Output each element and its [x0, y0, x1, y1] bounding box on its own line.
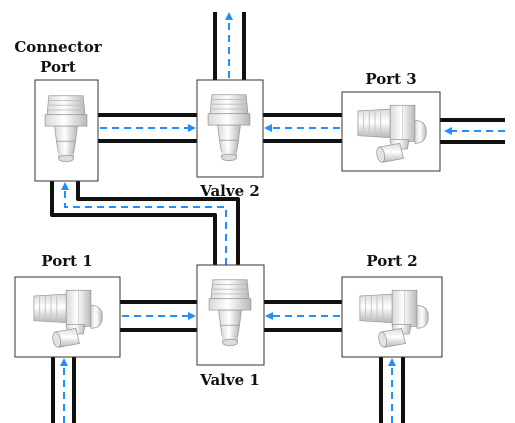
valve-2-box: [196, 79, 264, 178]
port-2-label: Port 2: [366, 252, 418, 270]
connector-port-box: [34, 79, 99, 182]
connector-port-label-line1: Connector: [14, 38, 102, 56]
flow-arrow-icon: [61, 182, 227, 265]
connector-port-label-line2: Port: [40, 58, 76, 76]
valve-1-label: Valve 1: [200, 371, 260, 389]
valve-1-box: [196, 264, 265, 366]
connector-port-label: Connector Port: [8, 37, 108, 77]
tubing: [50, 12, 505, 423]
valve-2-label: Valve 2: [200, 182, 260, 200]
port-3-box: [341, 91, 441, 172]
port-1-label: Port 1: [41, 252, 93, 270]
port-3-label: Port 3: [365, 70, 417, 88]
flow-arrows: [60, 12, 505, 423]
port-2-box: [341, 276, 443, 358]
port-1-box: [14, 276, 121, 358]
